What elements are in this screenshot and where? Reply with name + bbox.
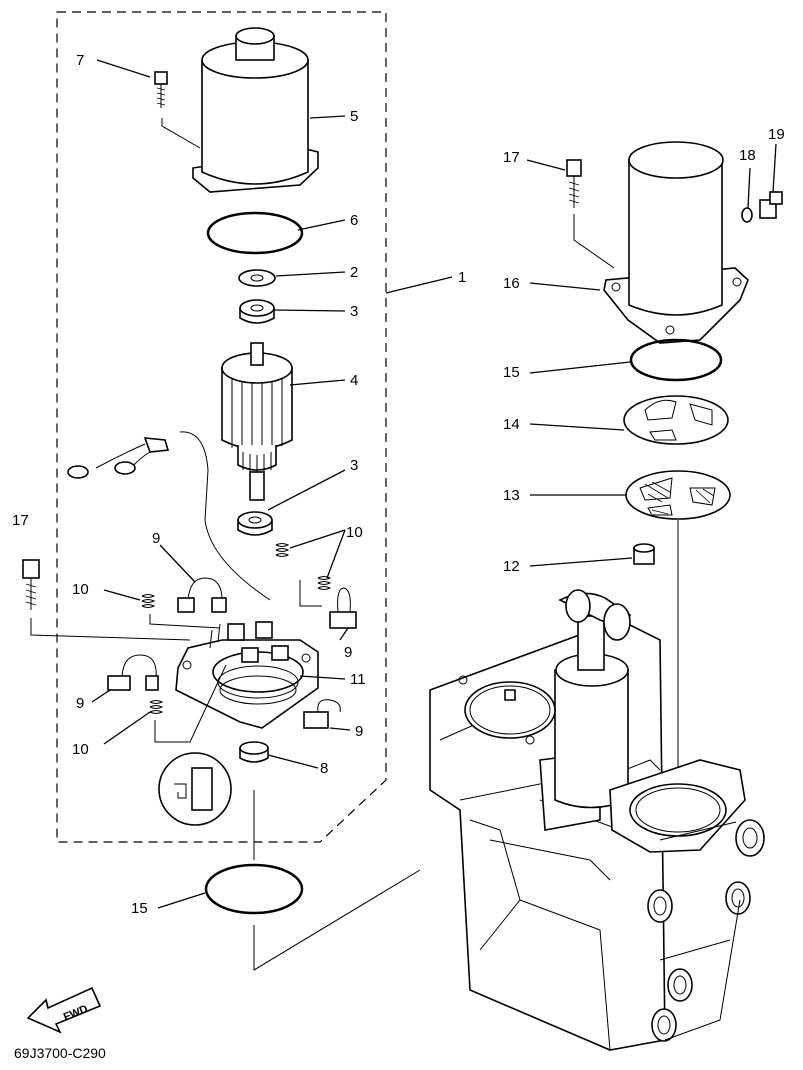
pump-port-left [458, 675, 556, 745]
callout-9-top: 9 [152, 530, 160, 547]
gasket-plate [623, 395, 729, 445]
reservoir-bolt [566, 159, 582, 208]
callout-10-bottom: 10 [72, 741, 89, 758]
callout-16: 16 [503, 275, 520, 292]
long-bolt-left [22, 559, 40, 610]
brush-4 [303, 699, 341, 729]
callout-15-left: 15 [131, 900, 148, 917]
assembly-boundary [56, 11, 387, 843]
cylinder-piston [554, 589, 631, 809]
callout-17-right: 17 [503, 149, 520, 166]
armature [221, 342, 293, 501]
callout-2: 2 [350, 264, 358, 281]
bearing-lower [237, 511, 273, 536]
motor-housing [192, 27, 319, 193]
o-ring-reservoir [629, 338, 723, 382]
callout-1: 1 [458, 269, 466, 286]
callout-9-right: 9 [344, 644, 352, 661]
callout-10-right: 10 [346, 524, 363, 541]
callout-14: 14 [503, 416, 520, 433]
lead-wire [67, 431, 271, 601]
brush-2 [329, 587, 357, 629]
valve-plug [633, 543, 655, 565]
callout-4: 4 [350, 372, 358, 389]
callout-7: 7 [76, 52, 84, 69]
filler-plug [759, 191, 783, 219]
brush-spring-2 [317, 576, 332, 590]
callout-3-upper: 3 [350, 303, 358, 320]
oil-seal [239, 741, 269, 763]
motor-bolt [154, 71, 168, 108]
callout-6: 6 [350, 212, 358, 229]
callout-18: 18 [739, 147, 756, 164]
fwd-arrow-icon: FWD [26, 986, 102, 1034]
callout-9-left: 9 [76, 695, 84, 712]
brush-holder-plate [175, 621, 319, 729]
callout-5: 5 [350, 108, 358, 125]
drawing-code: 69J3700-C290 [14, 1045, 106, 1061]
callout-13: 13 [503, 487, 520, 504]
brush-3 [107, 654, 159, 691]
o-ring-bottom [204, 863, 304, 915]
reservoir-tank [603, 141, 749, 344]
brush-spring-4 [149, 700, 164, 714]
callout-10-left: 10 [72, 581, 89, 598]
plug-washer [741, 207, 753, 223]
callout-12: 12 [503, 558, 520, 575]
callout-19: 19 [768, 126, 785, 143]
bearing-upper [239, 299, 275, 324]
callout-15-right: 15 [503, 364, 520, 381]
callout-8: 8 [320, 760, 328, 777]
mounting-bosses [647, 819, 765, 1042]
brush-spring-1 [275, 543, 290, 557]
o-ring-motor [206, 211, 304, 255]
brush-1 [177, 577, 227, 613]
callout-leaders [91, 59, 777, 909]
detail-inset [158, 752, 232, 826]
brush-spring-3 [141, 594, 156, 608]
callout-3-lower: 3 [350, 457, 358, 474]
callout-11: 11 [350, 671, 366, 688]
callout-17-left: 17 [12, 512, 29, 529]
filter-plate [625, 470, 731, 520]
callout-9-bottom: 9 [355, 723, 363, 740]
washer [238, 269, 276, 287]
